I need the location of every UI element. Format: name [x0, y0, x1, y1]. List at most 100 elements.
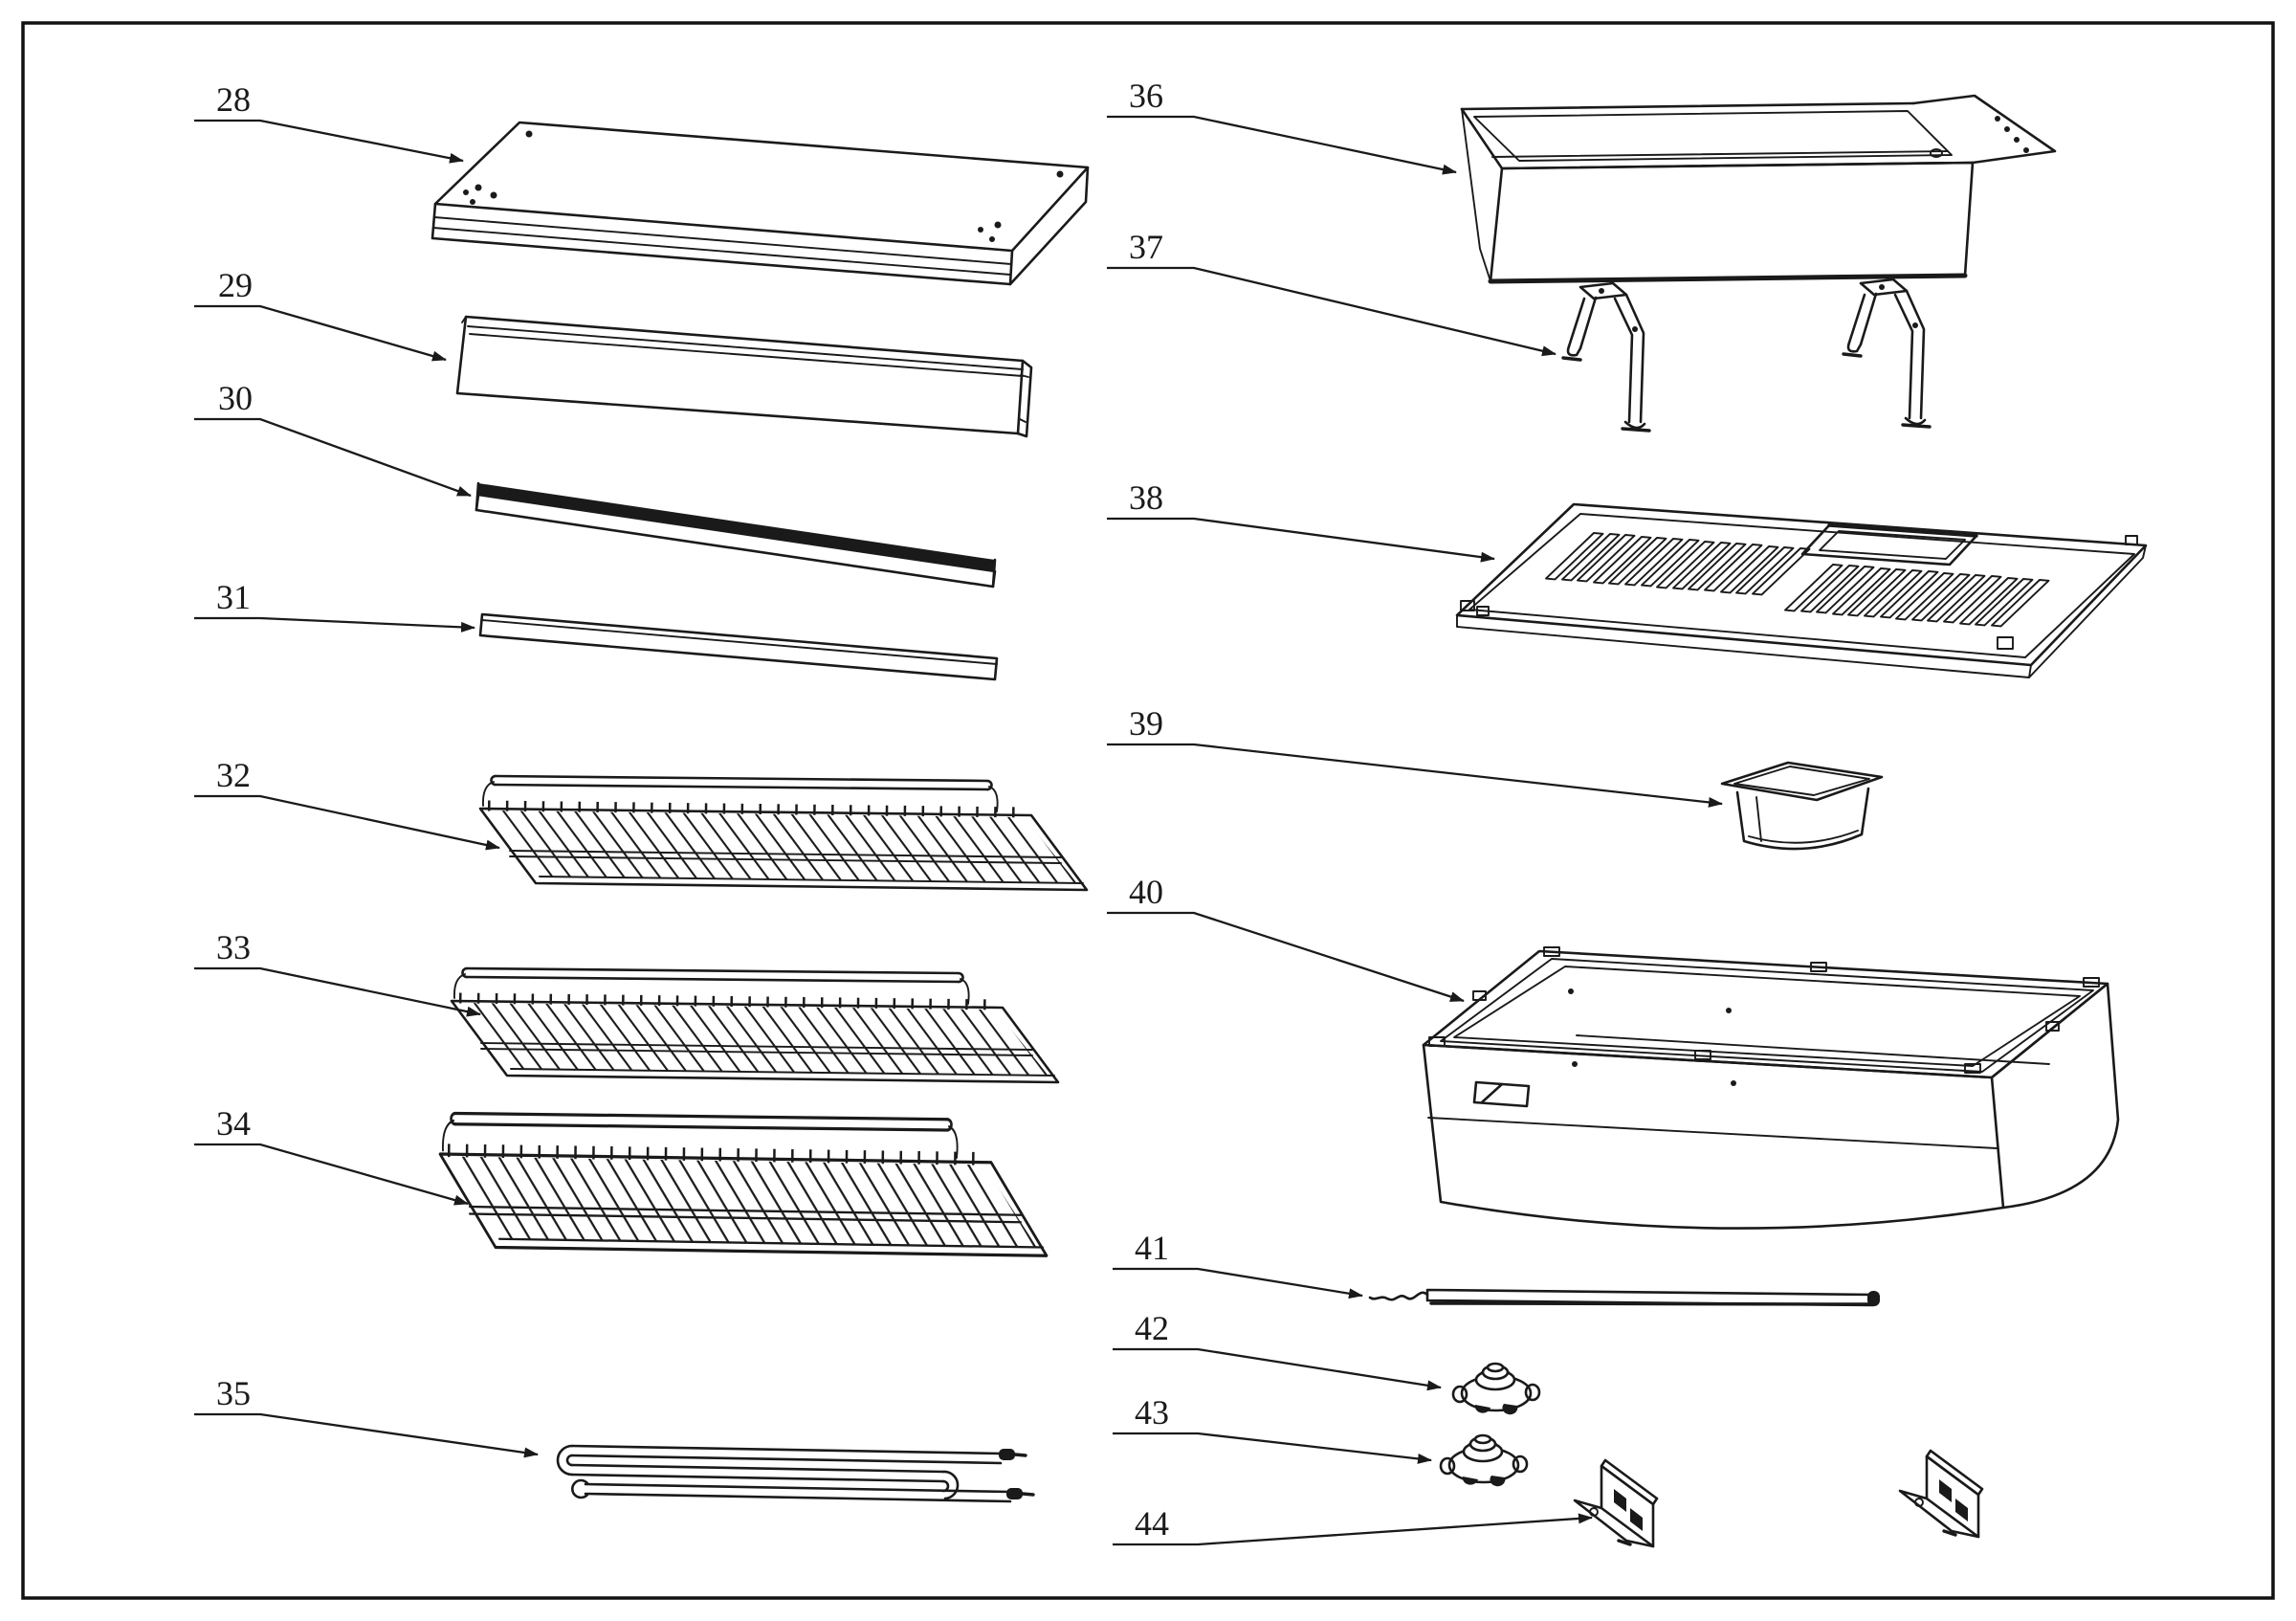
part-label-31: 31	[216, 578, 251, 616]
bracket-right	[1898, 1449, 1984, 1539]
part-label-40: 40	[1129, 873, 1163, 911]
element-left-curl	[571, 1478, 589, 1499]
leader-35	[194, 1412, 539, 1458]
leader-33	[194, 966, 481, 1017]
tray-drain-hole	[1930, 148, 1943, 158]
panel-top-face	[433, 121, 1090, 253]
part-30-trim-strip-dark	[475, 481, 997, 588]
cup-body	[1735, 787, 1870, 851]
part-39-drip-cup	[1720, 761, 1884, 851]
element-tube-top	[570, 1444, 1003, 1465]
body-rim-outer	[1422, 949, 2109, 1079]
part-label-42: 42	[1135, 1309, 1169, 1347]
part-34-wire-shelf	[440, 1114, 1047, 1256]
panel-front-band	[430, 202, 1014, 286]
cup-flange-inner	[1733, 766, 1870, 796]
leader-38	[1107, 517, 1495, 563]
element-terminal-pins	[1013, 1453, 1035, 1497]
body-right-face	[1990, 982, 2120, 1210]
part-label-39: 39	[1129, 704, 1163, 743]
part-40-cabinet-body	[1422, 946, 2120, 1230]
part-label-29: 29	[218, 266, 253, 304]
element-left-ubend	[556, 1444, 574, 1477]
panel-band-creases	[432, 216, 1012, 276]
leader-41	[1113, 1267, 1363, 1299]
part-38-vented-panel	[1455, 502, 2148, 678]
part-label-32: 32	[216, 756, 251, 794]
part-label-41: 41	[1135, 1229, 1169, 1267]
part-36-grease-tray	[1460, 94, 2057, 284]
callouts: 28 29 30 31 32 33 34 35 36 37 38 39 40 4…	[194, 77, 1723, 1546]
leader-44	[1113, 1513, 1593, 1546]
part-label-30: 30	[218, 379, 253, 417]
panel-right-face	[1008, 166, 1090, 286]
strip-front-face	[478, 612, 999, 681]
part-28-top-panel	[430, 121, 1090, 286]
strip-end-caps	[475, 481, 997, 588]
leader-29	[194, 304, 447, 362]
strip-front-face	[475, 493, 997, 588]
leader-40	[1107, 911, 1465, 1003]
vent-panel-inner-border	[1468, 513, 2135, 658]
vent-collar-inner	[1819, 530, 1966, 560]
part-41-sensor-rod	[1368, 1288, 1880, 1307]
part-label-37: 37	[1129, 228, 1163, 266]
vent-corner-latch-left	[1460, 600, 1490, 616]
body-rim-inner	[1440, 958, 2094, 1073]
leader-32	[194, 794, 500, 851]
leader-28	[194, 119, 464, 164]
deflector-front-face	[455, 315, 1025, 435]
element-right-ubend	[941, 1470, 960, 1500]
body-interior-floor	[1576, 1034, 2050, 1065]
strip-top-edge	[481, 619, 998, 665]
leader-37	[1107, 266, 1556, 357]
body-front-crease	[1427, 1117, 1998, 1149]
tray-floor-line	[1491, 150, 1949, 158]
part-label-28: 28	[216, 80, 251, 119]
part-label-38: 38	[1129, 478, 1163, 517]
part-label-35: 35	[216, 1374, 251, 1412]
deflector-end-cap	[1016, 359, 1033, 438]
leader-31	[194, 616, 475, 633]
page-border	[21, 21, 2275, 1600]
element-terminal	[1006, 1488, 1023, 1499]
bracket-left	[1573, 1458, 1659, 1548]
deflector-end-detail	[1019, 374, 1029, 423]
part-label-34: 34	[216, 1104, 251, 1143]
part-31-trim-strip	[478, 612, 999, 681]
part-label-43: 43	[1135, 1393, 1169, 1432]
cup-flange-outer	[1720, 761, 1884, 802]
element-tube-bottom	[584, 1482, 1012, 1503]
deflector-top-hem	[467, 325, 1024, 377]
leader-42	[1113, 1347, 1442, 1391]
tray-front-rim	[1460, 107, 1975, 170]
body-rim-clips	[1428, 946, 2100, 1074]
rod-lead-wire	[1368, 1291, 1429, 1301]
part-37-support-legs	[1561, 278, 1932, 433]
leader-39	[1107, 743, 1723, 808]
tray-flange-holes	[1995, 116, 2029, 153]
tray-right-flange	[1911, 94, 2057, 165]
element-tube-middle	[570, 1463, 945, 1483]
leader-30	[194, 417, 472, 498]
tray-front-face	[1489, 161, 1975, 283]
leg-left	[1561, 281, 1651, 433]
tray-back-rim	[1460, 101, 1915, 111]
strip-dark-top	[478, 483, 995, 571]
rod-end-cap	[1867, 1291, 1880, 1306]
part-35-heating-element	[556, 1444, 1035, 1503]
part-29-deflector-bar	[455, 315, 1033, 438]
leader-43	[1113, 1432, 1432, 1464]
part-label-44: 44	[1135, 1504, 1169, 1543]
vent-corner-latch-right	[1997, 535, 2138, 650]
deflector-left-notch	[461, 316, 467, 323]
part-label-33: 33	[216, 928, 251, 966]
tray-left-face	[1461, 108, 1491, 282]
body-front-face	[1422, 1043, 2005, 1230]
part-32-wire-shelf	[480, 776, 1087, 890]
leader-34	[194, 1143, 469, 1206]
part-42-thermostat	[1451, 1362, 1541, 1416]
vent-slots-left	[1545, 532, 1811, 596]
